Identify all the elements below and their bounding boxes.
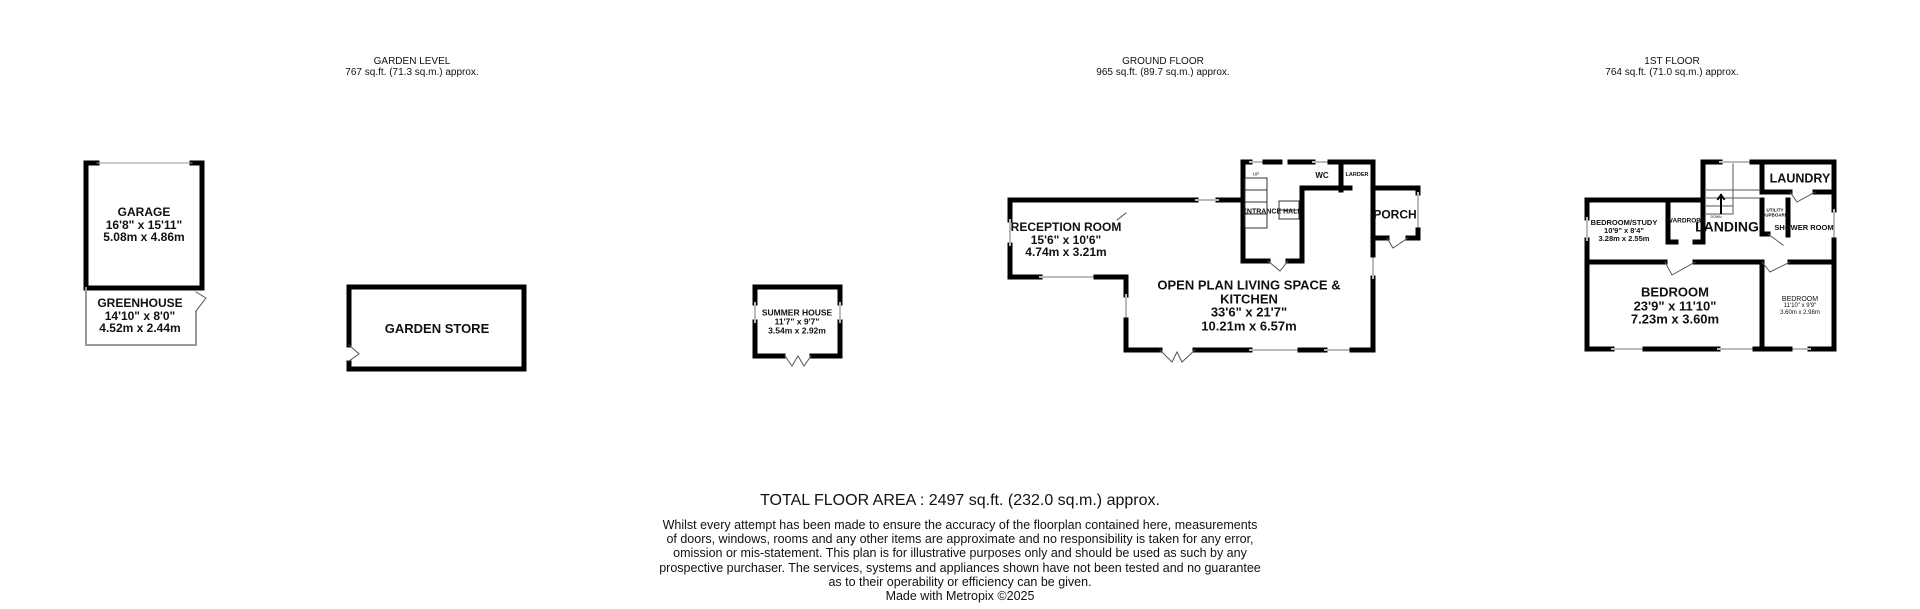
room-dims-metric: 3.54m x 2.92m	[768, 325, 826, 336]
room-name: UTILITY	[1766, 207, 1784, 213]
room-dims-imperial: 10'9" x 8'4"	[1604, 226, 1644, 236]
first-floor-walls	[1584, 159, 1837, 352]
floor-header-first: 1ST FLOOR 764 sq.ft. (71.0 sq.m.) approx…	[1605, 56, 1738, 78]
disclaimer-line: omission or mis-statement. This plan is …	[673, 546, 1247, 561]
room-dims-metric: 7.23m x 3.60m	[1630, 311, 1720, 327]
ground-floor-walls	[1007, 159, 1421, 363]
floor-header-garden: GARDEN LEVEL 767 sq.ft. (71.3 sq.m.) app…	[345, 56, 478, 78]
room-label-wc: WC	[1315, 170, 1329, 180]
room-label-bedroom-small: BEDROOM 11'10" x 9'9" 3.60m x 2.98m	[1780, 296, 1820, 316]
room-dims-imperial: 16'8" x 15'11"	[105, 217, 183, 232]
room-dims-imperial: 15'6" x 10'6"	[1030, 232, 1102, 247]
room-name-cont: KITCHEN	[1220, 291, 1278, 307]
disclaimer-line: of doors, windows, rooms and any other i…	[666, 532, 1254, 547]
room-dims-imperial: 14'10" x 8'0"	[104, 308, 176, 323]
floor-title: 1ST FLOOR	[1644, 56, 1700, 67]
floor-title: GARDEN LEVEL	[373, 56, 451, 67]
floor-area: 965 sq.ft. (89.7 sq.m.) approx.	[1096, 67, 1230, 78]
room-label-bedroom-study: BEDROOM/STUDY 10'9" x 8'4" 3.28m x 2.55m	[1591, 219, 1658, 243]
room-label-porch: PORCH	[1373, 207, 1417, 222]
disclaimer-line: prospective purchaser. The services, sys…	[659, 560, 1261, 575]
room-dims-metric: 5.08m x 4.86m	[103, 230, 185, 245]
room-dims-imperial: 33'6" x 21'7"	[1210, 305, 1288, 320]
stair-label-up: UP	[1252, 171, 1260, 177]
garage-walls	[83, 160, 205, 291]
room-label-landing: LANDING	[1695, 218, 1759, 235]
room-label-shower-room: SHOWER ROOM	[1774, 223, 1834, 233]
disclaimer-line: as to their operability or efficiency ca…	[828, 574, 1092, 589]
room-dims-metric: 10.21m x 6.57m	[1201, 318, 1297, 334]
credit-line: Made with Metropix ©2025	[885, 589, 1035, 604]
room-name: BEDROOM/STUDY	[1590, 218, 1658, 228]
room-name: GREENHOUSE	[97, 296, 183, 311]
room-name-cont: CUPBOARD	[1761, 212, 1789, 217]
room-name: OPEN PLAN LIVING SPACE &	[1157, 277, 1341, 293]
room-dims-metric: 3.60m x 2.98m	[1780, 309, 1820, 316]
room-dims-metric: 4.52m x 2.44m	[99, 321, 181, 336]
stair-label-down: DOWN	[1710, 215, 1722, 220]
room-label-entrance-hall: ENTRANCE HALL	[1242, 208, 1302, 216]
room-name: GARAGE	[117, 205, 171, 220]
garden-store-walls	[346, 284, 527, 372]
room-dims-imperial: 23'9" x 11'10"	[1633, 298, 1717, 314]
room-label-bedroom-main: BEDROOM 23'9" x 11'10" 7.23m x 3.60m	[1630, 284, 1720, 327]
room-label-greenhouse: GREENHOUSE 14'10" x 8'0" 4.52m x 2.44m	[97, 297, 182, 335]
floor-title: GROUND FLOOR	[1122, 56, 1204, 67]
room-dims-metric: 4.74m x 3.21m	[1025, 245, 1107, 260]
total-floor-area: TOTAL FLOOR AREA : 2497 sq.ft. (232.0 sq…	[760, 492, 1160, 509]
disclaimer-line: Whilst every attempt has been made to en…	[662, 518, 1258, 532]
room-label-wardrobe: WARDROBE	[1666, 217, 1706, 225]
room-name: RECEPTION ROOM	[1010, 220, 1122, 235]
floor-area: 767 sq.ft. (71.3 sq.m.) approx.	[345, 67, 479, 78]
room-label-garage: GARAGE 16'8" x 15'11" 5.08m x 4.86m	[103, 206, 184, 244]
room-dims-metric: 3.28m x 2.55m	[1598, 233, 1650, 243]
room-dims-imperial: 11'7" x 9'7"	[774, 316, 820, 327]
floor-area: 764 sq.ft. (71.0 sq.m.) approx.	[1605, 67, 1739, 78]
room-label-utility-cupboard: UTILITY CUPBOARD	[1762, 208, 1788, 217]
room-label-summer-house: SUMMER HOUSE 11'7" x 9'7" 3.54m x 2.92m	[761, 307, 833, 336]
disclaimer: Whilst every attempt has been made to en…	[0, 518, 1920, 603]
room-label-garden-store: GARDEN STORE	[384, 321, 490, 337]
room-label-open-plan: OPEN PLAN LIVING SPACE & KITCHEN 33'6" x…	[1157, 279, 1340, 334]
room-label-larder: LARDER	[1345, 172, 1369, 179]
room-dims-imperial: 11'10" x 9'9"	[1783, 303, 1817, 310]
room-name: BEDROOM	[1781, 296, 1819, 304]
floor-header-ground: GROUND FLOOR 965 sq.ft. (89.7 sq.m.) app…	[1096, 56, 1229, 78]
room-name: SUMMER HOUSE	[761, 307, 833, 318]
room-label-reception: RECEPTION ROOM 15'6" x 10'6" 4.74m x 3.2…	[1011, 221, 1122, 259]
room-name: BEDROOM	[1641, 284, 1709, 300]
room-label-laundry: LAUNDRY	[1769, 171, 1831, 186]
summer-house-walls	[752, 284, 843, 367]
greenhouse-walls	[85, 287, 207, 346]
